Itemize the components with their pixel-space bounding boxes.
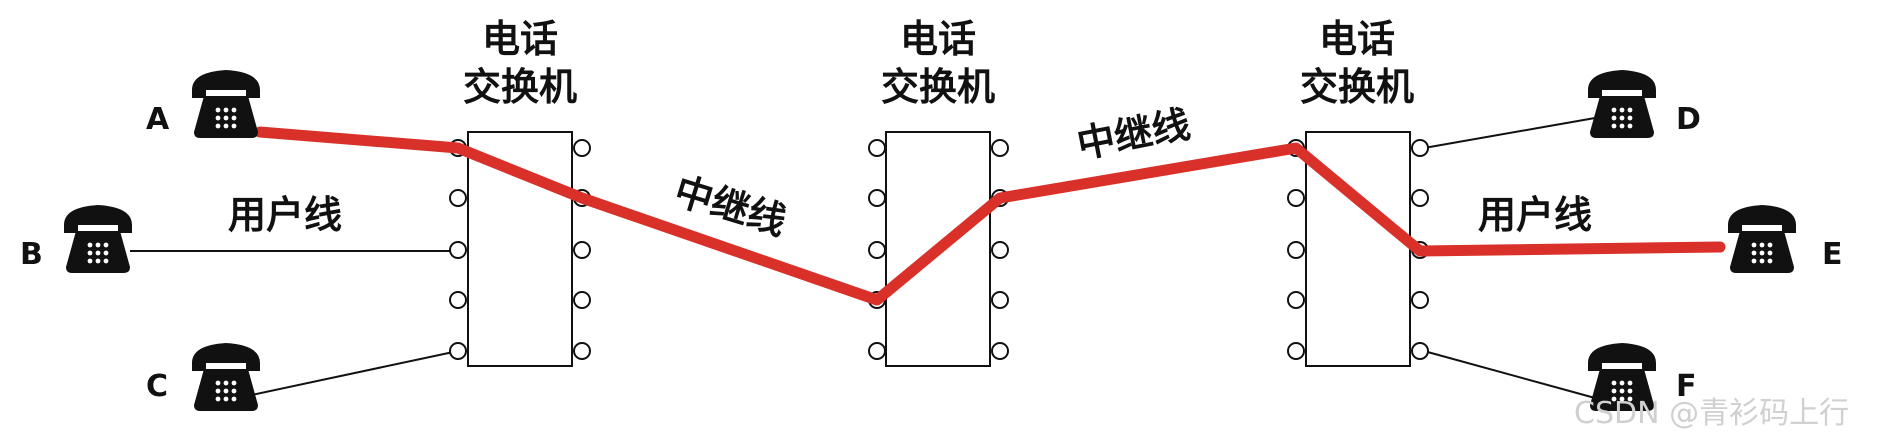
watermark: CSDN @青衫码上行 [1574,396,1849,431]
switch-1-label-line1: 电话 [482,17,558,61]
switch-2-label-line2: 交换机 [881,65,995,109]
switch-2-label-line1: 电话 [900,17,976,61]
switch-1-label-line2: 交换机 [463,65,577,109]
switch-3 [1287,131,1429,367]
phone-label-c: C [146,369,168,404]
phone-label-e: E [1822,237,1843,272]
telephone-icon [192,343,260,411]
telephone-icon [1728,205,1796,273]
user-line-d [1423,117,1596,149]
phone-label-b: B [20,237,43,272]
switch-3-label-line1: 电话 [1319,17,1395,61]
trunk-label-right: 中继线 [1073,102,1193,167]
phone-label-d: D [1676,102,1701,137]
user-line-label-right: 用户线 [1478,193,1592,237]
user-line-c [227,350,459,401]
telephone-icon [192,70,260,138]
phone-label-a: A [146,102,170,137]
telephone-icon [1588,70,1656,138]
user-line-f [1423,350,1596,399]
telephone-icon [64,205,132,273]
phone-label-f: F [1676,369,1697,404]
call-path [254,126,1726,306]
switch-3-label-line2: 交换机 [1300,65,1414,109]
user-line-label-left: 用户线 [228,193,342,237]
